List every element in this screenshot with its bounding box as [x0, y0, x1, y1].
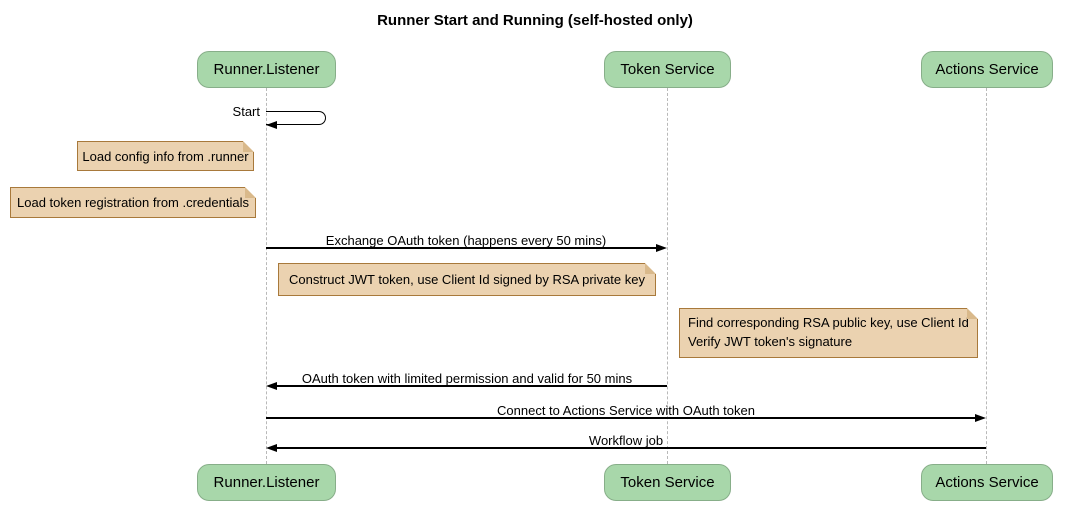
note-load-token-registration: Load token registration from .credential…	[10, 187, 256, 218]
arrowhead-right-icon	[656, 243, 667, 252]
participant-token-service-bottom: Token Service	[604, 464, 731, 501]
note-text: Load token registration from .credential…	[17, 195, 249, 210]
note-text: Load config info from .runner	[82, 148, 249, 164]
arrowhead-left-icon	[266, 381, 277, 390]
participant-label: Runner.Listener	[213, 474, 320, 491]
message-connect-line	[266, 417, 977, 419]
participant-token-service-top: Token Service	[604, 51, 731, 88]
participant-runner-listener-bottom: Runner.Listener	[197, 464, 336, 501]
participant-label: Token Service	[620, 61, 715, 78]
message-start-label: Start	[232, 104, 260, 119]
arrowhead-left-icon	[266, 443, 277, 452]
lifeline-actions-service	[986, 88, 987, 464]
participant-label: Runner.Listener	[213, 61, 320, 78]
note-find-rsa-key: Find corresponding RSA public key, use C…	[679, 308, 978, 358]
note-text-line1: Find corresponding RSA public key, use C…	[688, 315, 969, 331]
arrowhead-right-icon	[975, 413, 986, 422]
message-exchange-label: Exchange OAuth token (happens every 50 m…	[325, 233, 607, 248]
participant-runner-listener-top: Runner.Listener	[197, 51, 336, 88]
message-oauth-return-label: OAuth token with limited permission and …	[301, 371, 633, 386]
message-start-self-loop	[266, 111, 326, 125]
message-connect-label: Connect to Actions Service with OAuth to…	[497, 403, 755, 418]
note-construct-jwt: Construct JWT token, use Client Id signe…	[278, 263, 656, 296]
diagram-title: Runner Start and Running (self-hosted on…	[377, 12, 693, 29]
message-oauth-return-line	[275, 385, 667, 387]
participant-label: Actions Service	[935, 474, 1039, 491]
participant-label: Token Service	[620, 474, 715, 491]
message-workflow-line	[275, 447, 986, 449]
message-workflow-label: Workflow job	[588, 433, 664, 448]
participant-actions-service-bottom: Actions Service	[921, 464, 1053, 501]
lifeline-runner-listener	[266, 88, 267, 464]
arrowhead-left-icon	[266, 120, 277, 129]
note-text: Construct JWT token, use Client Id signe…	[289, 272, 645, 287]
message-exchange-line	[266, 247, 658, 249]
note-text-line2: Verify JWT token's signature	[688, 334, 853, 349]
participant-actions-service-top: Actions Service	[921, 51, 1053, 88]
lifeline-token-service	[667, 88, 668, 464]
participant-label: Actions Service	[935, 61, 1039, 78]
note-load-config: Load config info from .runner	[77, 141, 254, 171]
